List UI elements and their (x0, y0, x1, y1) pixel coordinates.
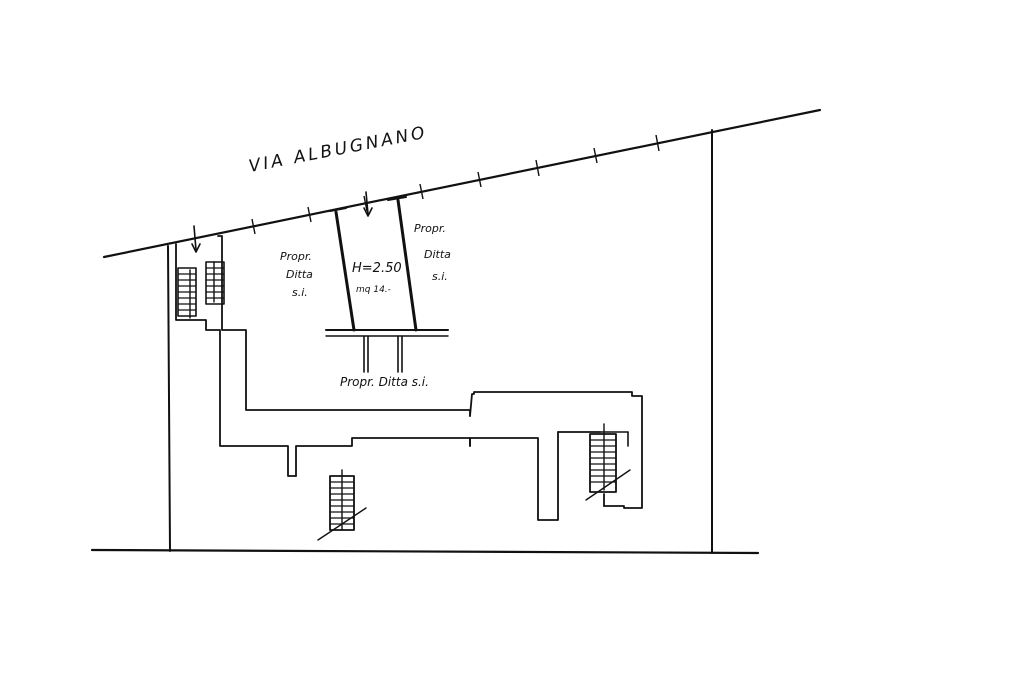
left-property-line-2: Ditta (286, 268, 313, 281)
left-property-line-3: s.i. (292, 286, 308, 299)
left-property-label: Propr. Ditta s.i. (280, 250, 313, 299)
street-name: VIA ALBUGNANO (247, 123, 429, 177)
left-staircase (177, 225, 225, 319)
right-property-line-3: s.i. (432, 270, 448, 283)
right-property-line-1: Propr. (414, 222, 446, 235)
right-property-label: Propr. Ditta s.i. (414, 222, 451, 283)
center-staircase (317, 469, 367, 541)
street-room (325, 191, 449, 373)
right-staircase (585, 423, 631, 501)
lot-boundary (90, 129, 760, 555)
street-line (102, 108, 822, 259)
room-height: H=2.50 (352, 261, 402, 276)
room-area: mq 14.- (356, 285, 391, 295)
right-property-line-2: Ditta (424, 248, 451, 261)
left-property-line-1: Propr. (280, 250, 312, 263)
bottom-property-label: Propr. Ditta s.i. (340, 375, 429, 389)
building-walls (175, 235, 643, 521)
